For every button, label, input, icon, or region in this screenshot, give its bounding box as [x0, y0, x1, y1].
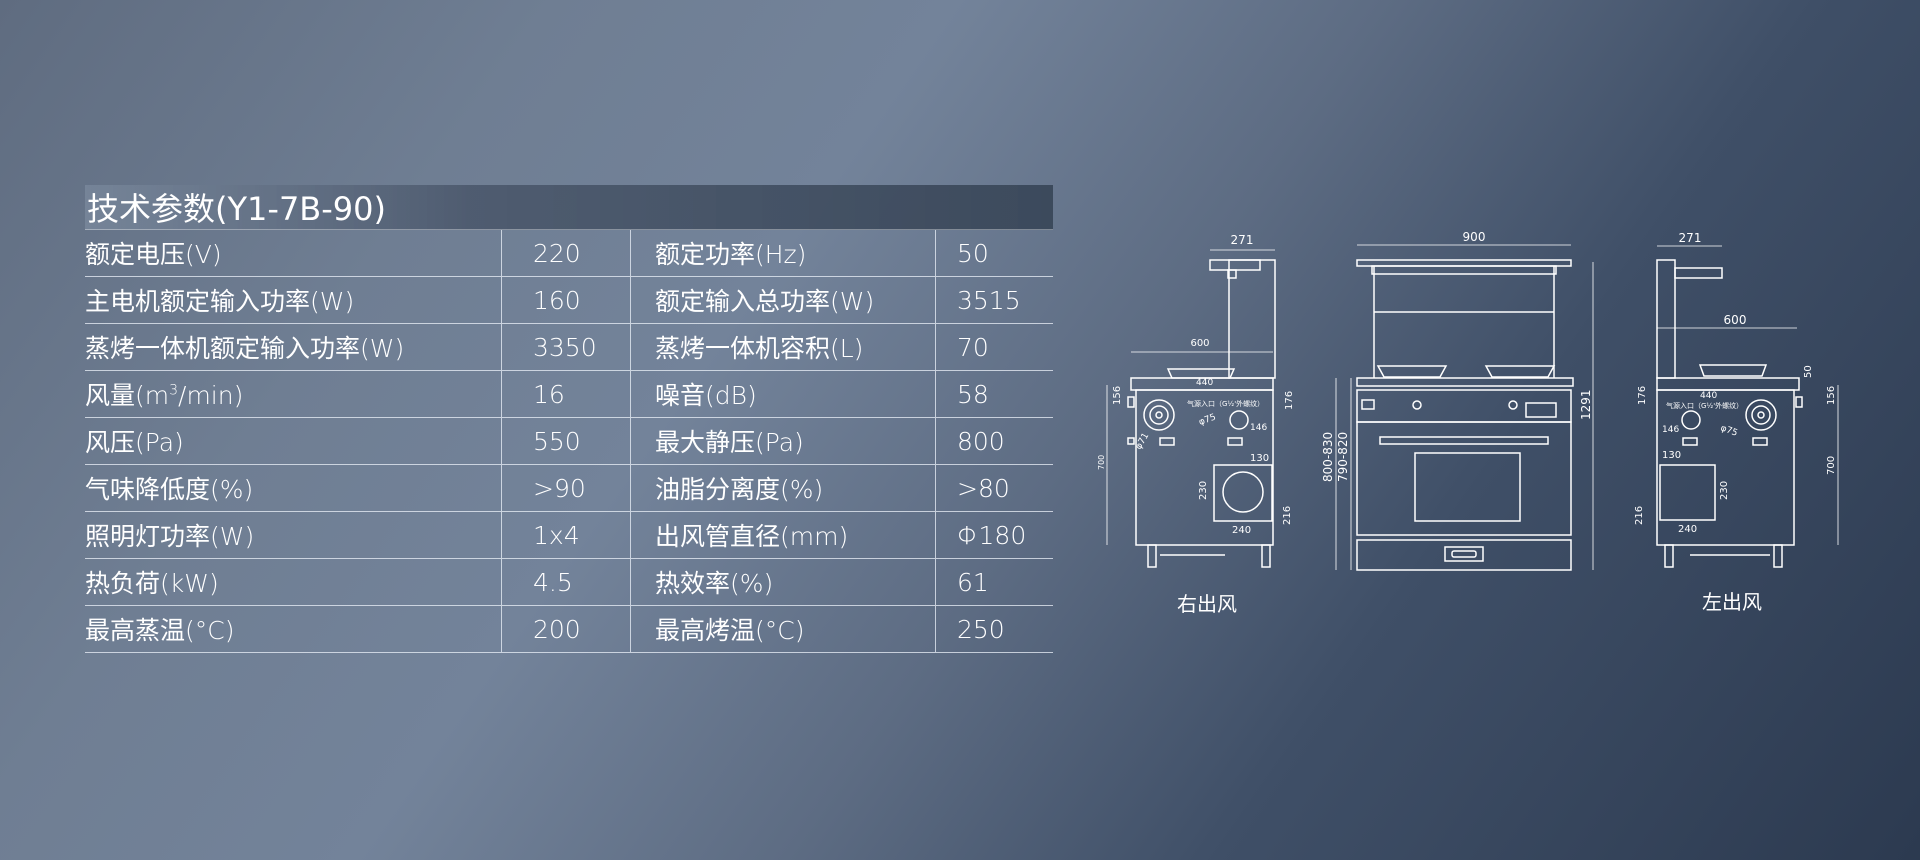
- param-label: 额定电压(V): [85, 230, 502, 277]
- gas-inlet-label: 气源入口（G½'外螺纹）: [1666, 401, 1743, 410]
- dim-440: 440: [1196, 378, 1213, 388]
- param-label: 额定输入总功率(W): [630, 276, 936, 324]
- param-value: 70: [935, 323, 1053, 371]
- param-value: 4.5: [501, 558, 631, 606]
- dim-240: 240: [1232, 525, 1251, 536]
- dim-271: 271: [1679, 231, 1702, 245]
- param-label: 蒸烤一体机额定输入功率(W): [85, 323, 502, 371]
- dim-230: 230: [1719, 481, 1730, 500]
- dim-146: 146: [1662, 425, 1679, 435]
- param-value: 3350: [501, 323, 631, 371]
- dim-271: 271: [1231, 233, 1254, 247]
- drawing-front: 900 800-830 790-820 1291: [1315, 230, 1595, 575]
- dim-216: 216: [1282, 506, 1293, 525]
- dim-146: 146: [1250, 423, 1267, 433]
- caption-left-outlet: 左出风: [1702, 590, 1762, 614]
- param-label: 风量(m3/min): [85, 370, 502, 418]
- param-value: 58: [935, 370, 1053, 418]
- dim-d75: φ75: [1198, 412, 1218, 427]
- table-row: 气味降低度(%) >90 油脂分离度(%) >80: [85, 464, 1053, 512]
- param-label: 最高蒸温(°C): [85, 605, 502, 653]
- spec-table: 额定电压(V) 220 额定功率(Hz) 50 主电机额定输入功率(W) 160…: [85, 230, 1053, 653]
- table-row: 蒸烤一体机额定输入功率(W) 3350 蒸烤一体机容积(L) 70: [85, 323, 1053, 371]
- param-label: 热效率(%): [630, 558, 936, 606]
- table-row: 照明灯功率(W) 1x4 出风管直径(mm) Φ180: [85, 511, 1053, 559]
- dim-176: 176: [1284, 391, 1295, 410]
- dim-230: 230: [1198, 481, 1209, 500]
- dim-130: 130: [1662, 450, 1681, 461]
- param-value: Φ180: [935, 511, 1053, 559]
- param-value: 250: [935, 605, 1053, 653]
- dim-216: 216: [1634, 506, 1645, 525]
- param-value: 16: [501, 370, 631, 418]
- dim-600: 600: [1724, 313, 1747, 327]
- dim-1291: 1291: [1579, 389, 1593, 420]
- drawing-right-outlet: 271 600 440 气源入口（G½'外螺纹） φ75 φ71 146 130…: [1095, 230, 1315, 580]
- param-value: >90: [501, 464, 631, 512]
- table-row: 最高蒸温(°C) 200 最高烤温(°C) 250: [85, 605, 1053, 653]
- param-label-text: /min): [178, 381, 244, 410]
- param-label: 蒸烤一体机容积(L): [630, 323, 936, 371]
- spec-panel: 技术参数(Y1-7B-90) 额定电压(V) 220 额定功率(Hz) 50 主…: [85, 185, 1053, 653]
- param-label: 噪音(dB): [630, 370, 936, 418]
- spec-title: 技术参数(Y1-7B-90): [85, 185, 1053, 230]
- gas-inlet-label: 气源入口（G½'外螺纹）: [1187, 399, 1264, 408]
- table-row: 风压(Pa) 550 最大静压(Pa) 800: [85, 417, 1053, 465]
- table-row: 主电机额定输入功率(W) 160 额定输入总功率(W) 3515: [85, 276, 1053, 324]
- dim-440: 440: [1700, 391, 1717, 401]
- param-label: 气味降低度(%): [85, 464, 502, 512]
- caption-right-outlet: 右出风: [1177, 592, 1237, 616]
- dim-600: 600: [1190, 338, 1209, 349]
- param-label: 出风管直径(mm): [630, 511, 936, 559]
- dim-d75: φ75: [1719, 423, 1739, 438]
- dim-700: 700: [1826, 456, 1837, 475]
- param-label: 最大静压(Pa): [630, 417, 936, 465]
- dim-800-830: 800-830: [1321, 432, 1335, 482]
- dim-50: 50: [1803, 365, 1814, 378]
- param-label: 额定功率(Hz): [630, 230, 936, 277]
- dim-700: 700: [1097, 455, 1106, 470]
- dim-900: 900: [1463, 230, 1486, 244]
- param-value: 160: [501, 276, 631, 324]
- superscript: 3: [169, 382, 179, 399]
- table-row: 风量(m3/min) 16 噪音(dB) 58: [85, 370, 1053, 418]
- param-value: 800: [935, 417, 1053, 465]
- param-label: 最高烤温(°C): [630, 605, 936, 653]
- param-value: 550: [501, 417, 631, 465]
- param-label: 照明灯功率(W): [85, 511, 502, 559]
- param-value: >80: [935, 464, 1053, 512]
- param-value: 61: [935, 558, 1053, 606]
- param-label: 风压(Pa): [85, 417, 502, 465]
- param-value: 200: [501, 605, 631, 653]
- param-label-text: 风量(m: [85, 381, 170, 410]
- dim-240: 240: [1678, 524, 1697, 535]
- dim-156: 156: [1112, 386, 1123, 405]
- dim-176: 176: [1637, 386, 1648, 405]
- drawing-left-outlet: 271 600 440 气源入口（G½'外螺纹） φ75 146 130 230…: [1625, 230, 1845, 580]
- param-label: 油脂分离度(%): [630, 464, 936, 512]
- param-value: 1x4: [501, 511, 631, 559]
- param-value: 50: [935, 230, 1053, 277]
- dim-156: 156: [1826, 386, 1837, 405]
- param-value: 3515: [935, 276, 1053, 324]
- param-value: 220: [501, 230, 631, 277]
- table-row: 热负荷(kW) 4.5 热效率(%) 61: [85, 558, 1053, 606]
- param-label: 热负荷(kW): [85, 558, 502, 606]
- dim-130: 130: [1250, 453, 1269, 464]
- dim-790-820: 790-820: [1336, 432, 1350, 482]
- table-row: 额定电压(V) 220 额定功率(Hz) 50: [85, 230, 1053, 277]
- param-label: 主电机额定输入功率(W): [85, 276, 502, 324]
